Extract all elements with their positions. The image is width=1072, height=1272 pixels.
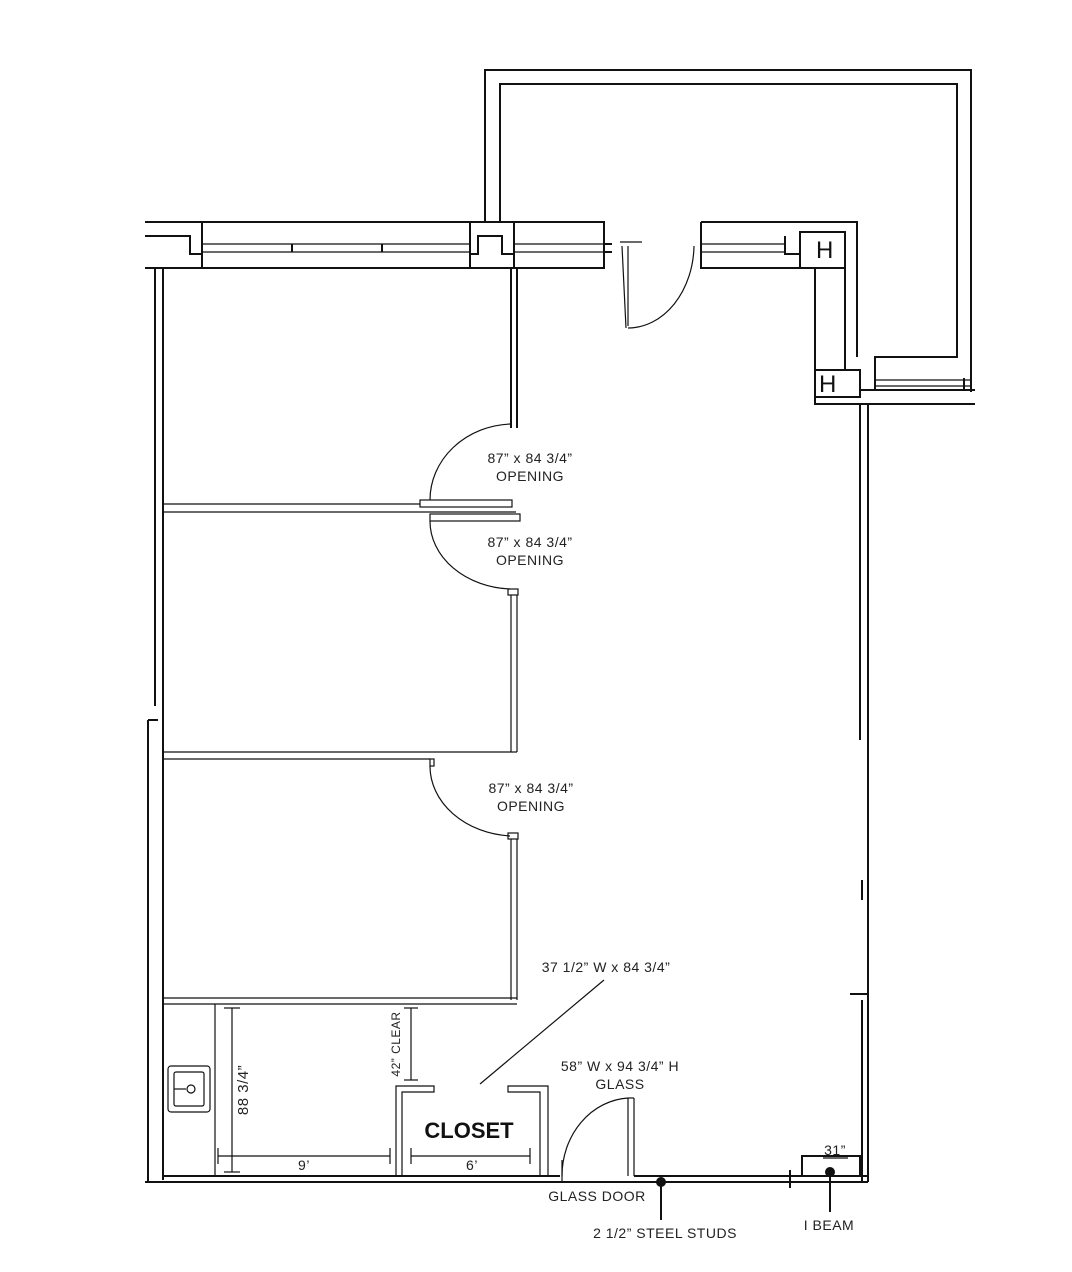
dimension-6ft: 6’ xyxy=(466,1157,478,1173)
top-wall xyxy=(145,221,642,269)
dimension-31in: 31” xyxy=(824,1142,846,1158)
clear-dimension: 42” CLEAR xyxy=(389,1011,403,1076)
closet-label: CLOSET xyxy=(424,1118,514,1143)
column-mark-bottom: H xyxy=(819,371,836,398)
top-right-wall: H H xyxy=(700,221,975,405)
dimension-lines xyxy=(217,979,848,1173)
glass-size: 58” W x 94 3/4” H xyxy=(561,1058,679,1074)
opening-3-size: 87” x 84 3/4” xyxy=(488,780,573,796)
glass-label: GLASS xyxy=(595,1076,644,1092)
opening-1-size: 87” x 84 3/4” xyxy=(487,450,572,466)
dimension-9ft: 9’ xyxy=(298,1157,310,1173)
steel-studs-label: 2 1/2” STEEL STUDS xyxy=(593,1225,737,1241)
i-beam-label: I BEAM xyxy=(804,1217,854,1233)
upper-room-walls xyxy=(484,69,972,392)
opening-1-label: OPENING xyxy=(496,468,564,484)
glass-door-label: GLASS DOOR xyxy=(548,1188,646,1204)
entry-door xyxy=(621,245,695,329)
closet-door-size: 37 1/2” W x 84 3/4” xyxy=(542,959,671,975)
callouts xyxy=(656,1167,835,1220)
opening-3-label: OPENING xyxy=(497,798,565,814)
left-wall xyxy=(147,268,164,1182)
column-mark-top: H xyxy=(816,237,833,264)
right-wall xyxy=(850,404,869,1182)
opening-2-size: 87” x 84 3/4” xyxy=(487,534,572,550)
bottom-wall xyxy=(145,1155,868,1188)
height-dimension: 88 3/4” xyxy=(235,1065,252,1115)
opening-2-label: OPENING xyxy=(496,552,564,568)
office-partitions xyxy=(163,268,521,1005)
closet-area xyxy=(167,1004,635,1182)
